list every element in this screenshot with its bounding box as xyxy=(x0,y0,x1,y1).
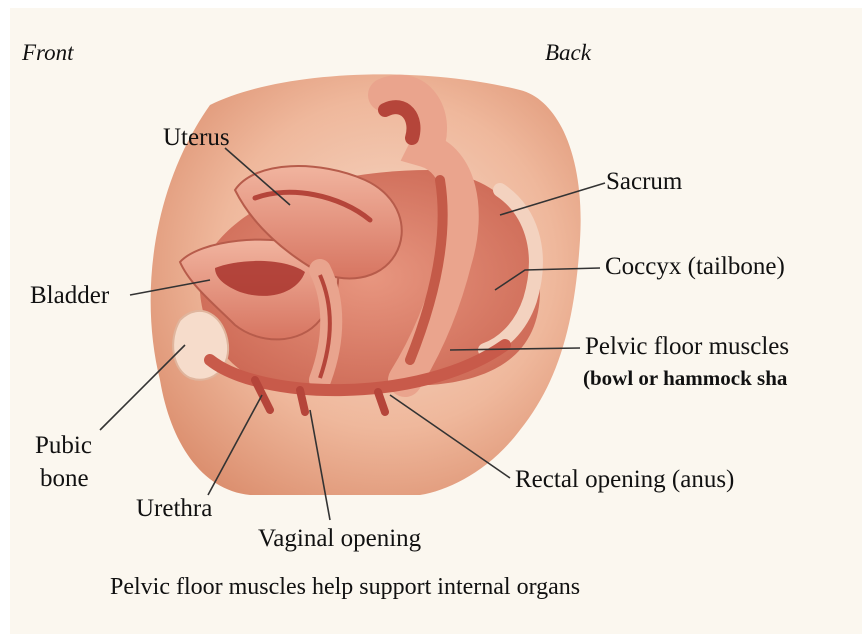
rectal-opening-label: Rectal opening (anus) xyxy=(515,466,734,494)
bladder-label: Bladder xyxy=(30,282,109,310)
front-label: Front xyxy=(22,40,74,65)
coccyx-label: Coccyx (tailbone) xyxy=(605,253,785,281)
pelvic-floor-label: Pelvic floor muscles xyxy=(585,333,789,361)
sacrum-label: Sacrum xyxy=(606,168,682,196)
diagram-caption: Pelvic floor muscles help support intern… xyxy=(110,574,580,600)
urethra-label: Urethra xyxy=(136,495,212,523)
pelvic-floor-shape-label: (bowl or hammock sha xyxy=(583,367,787,390)
uterus-label: Uterus xyxy=(163,124,230,152)
vaginal-opening-label: Vaginal opening xyxy=(258,525,421,553)
pubic-bone-label-line1: Pubic xyxy=(35,432,92,460)
pubic-bone-label-line2: bone xyxy=(40,465,89,493)
back-label: Back xyxy=(545,40,591,65)
